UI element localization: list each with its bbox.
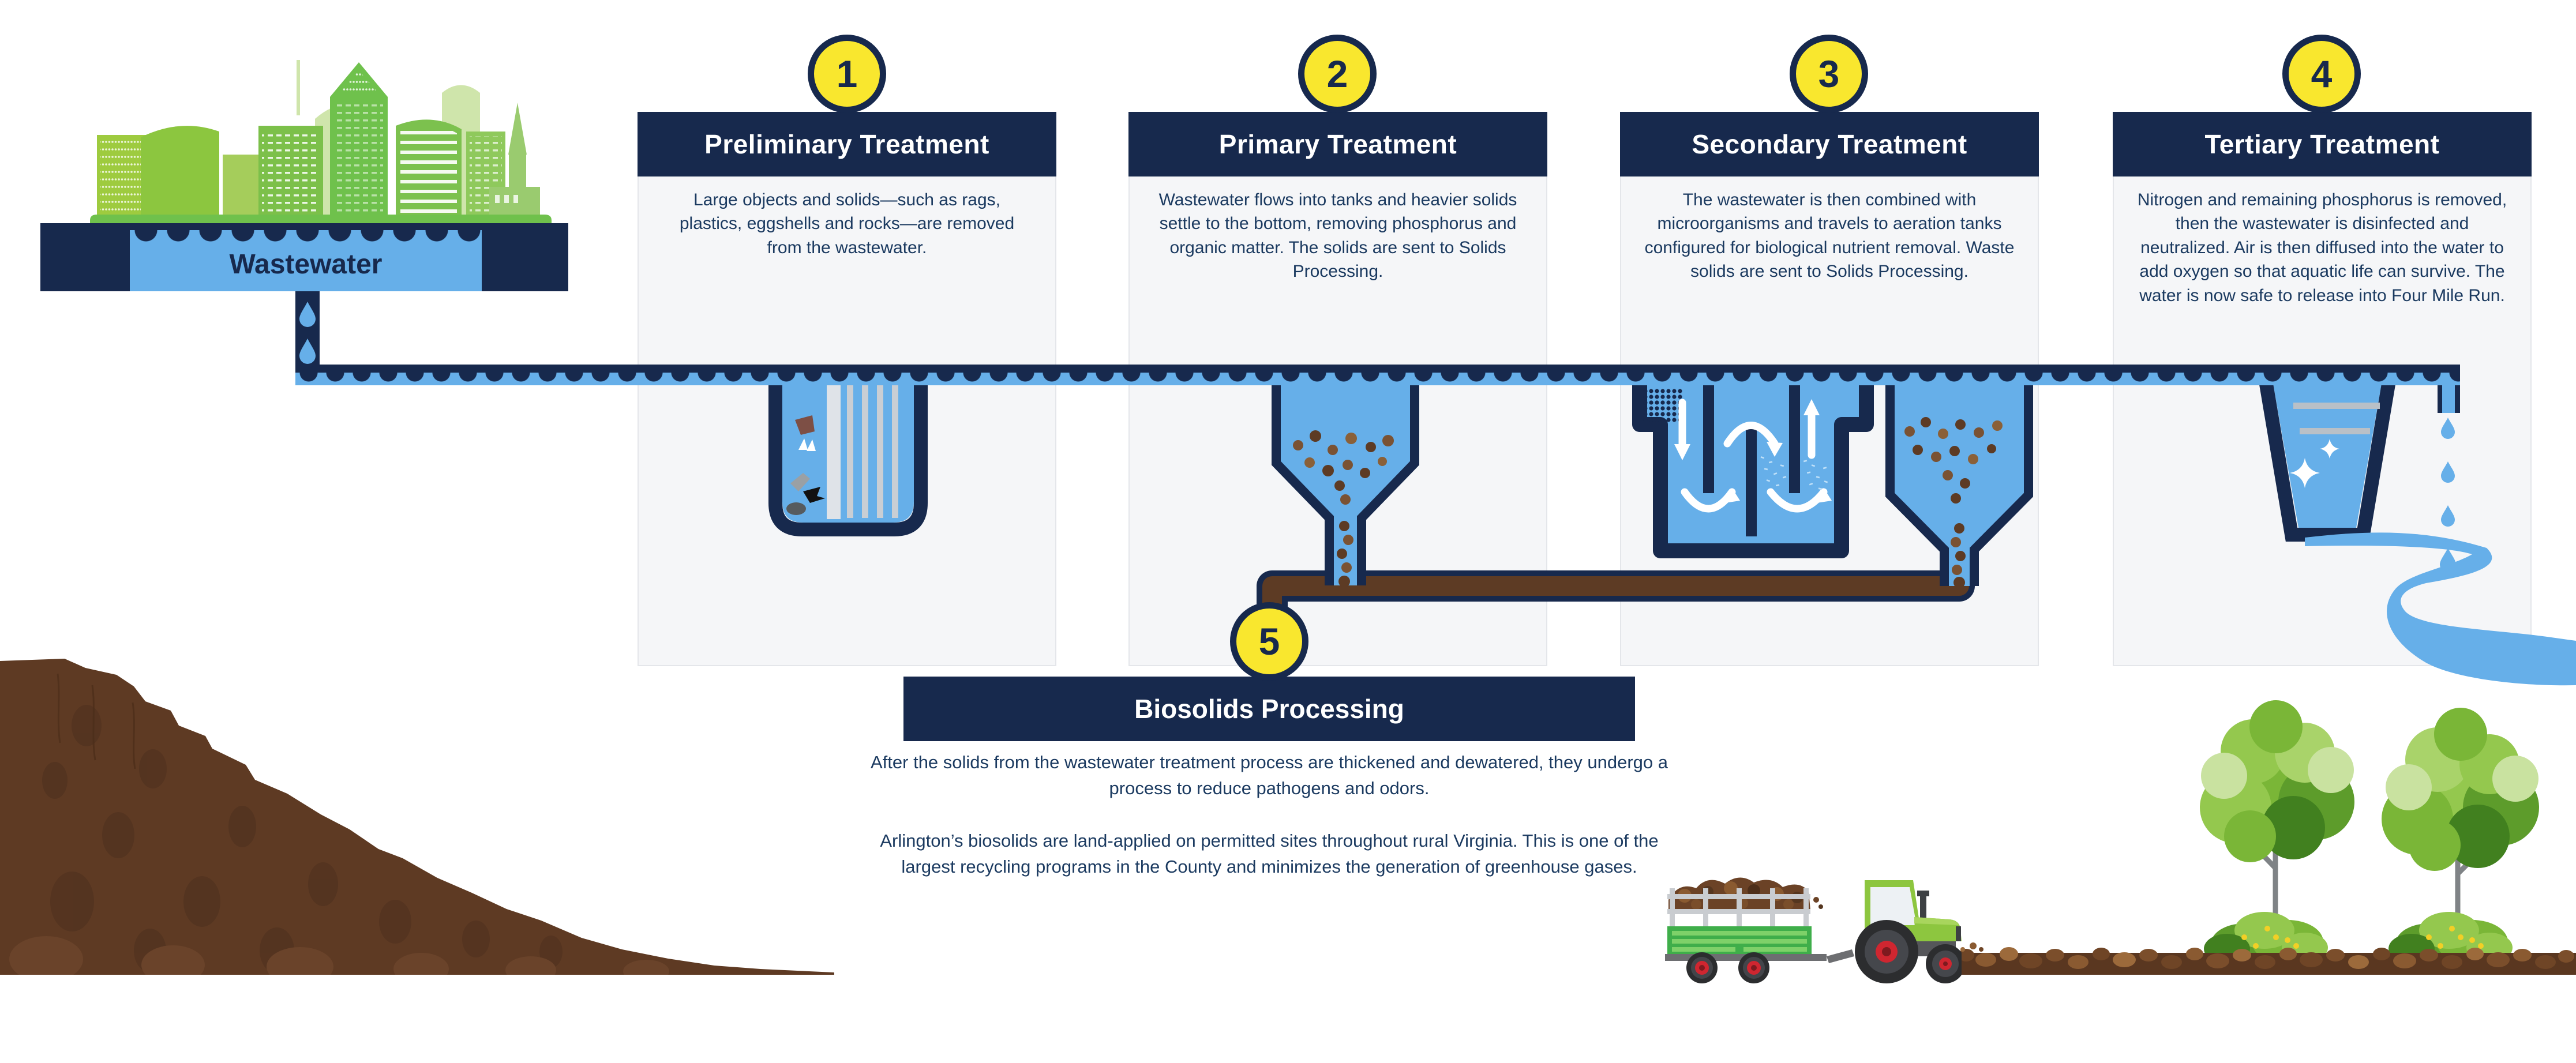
step-header: Primary Treatment: [1128, 112, 1547, 176]
disinfection-tank-illustration: [2259, 365, 2460, 573]
step-title: Tertiary Treatment: [2204, 129, 2440, 159]
biosolids-description: After the solids from the wastewater tre…: [865, 750, 1673, 907]
wastewater-label: Wastewater: [229, 249, 383, 280]
step-title: Primary Treatment: [1218, 129, 1457, 159]
bar-screen-tank-illustration: [768, 368, 928, 536]
step-header: Preliminary Treatment: [638, 112, 1056, 176]
step-number-badge-2: 2: [1298, 35, 1377, 113]
step-number-badge-5: 5: [1230, 602, 1308, 681]
step-number: 2: [1326, 52, 1348, 95]
step-description: Wastewater flows into tanks and heavier …: [1158, 190, 1517, 281]
step-title: Preliminary Treatment: [704, 129, 989, 159]
stream-illustration: [2305, 532, 2576, 686]
aeration-tank-illustration: [1632, 381, 2033, 588]
soil-ground-illustration: [1956, 942, 2576, 975]
step-description: Large objects and solids—such as rags, p…: [679, 190, 1015, 257]
step-number: 5: [1258, 620, 1280, 663]
main-pipe: [295, 365, 2460, 373]
trees-illustration: [2200, 700, 2539, 975]
step-title: Secondary Treatment: [1692, 129, 1967, 159]
biosolids-paragraph-1: After the solids from the wastewater tre…: [871, 752, 1668, 798]
biosolids-paragraph-2: Arlington’s biosolids are land-applied o…: [880, 830, 1659, 877]
soil-hill-illustration: [0, 659, 834, 975]
biosolids-header: Biosolids Processing: [903, 677, 1635, 741]
tractor-illustration: [1665, 877, 1962, 983]
step-number: 3: [1818, 52, 1840, 95]
primary-clarifier-illustration: [1272, 381, 1419, 587]
biosolids-title: Biosolids Processing: [1134, 694, 1404, 724]
step-number: 4: [2311, 52, 2333, 95]
wastewater-source-box: Wastewater: [130, 230, 482, 291]
step-description: The wastewater is then combined with mic…: [1644, 190, 2015, 281]
footer-band: [0, 969, 2576, 1063]
step-number-badge-4: 4: [2282, 35, 2361, 113]
water-wave-edge: [130, 230, 482, 245]
step-header: Secondary Treatment: [1620, 112, 2039, 176]
step-description: Nitrogen and remaining phosphorus is rem…: [2137, 190, 2507, 305]
step-header: Tertiary Treatment: [2113, 112, 2532, 176]
city-skyline-illustration: [90, 60, 552, 226]
main-pipe-wave-edge: [295, 373, 2460, 383]
step-number-badge-1: 1: [808, 35, 886, 113]
step-number-badge-3: 3: [1790, 35, 1868, 113]
water-drip-icon: [299, 302, 316, 364]
step-number: 1: [836, 52, 858, 95]
